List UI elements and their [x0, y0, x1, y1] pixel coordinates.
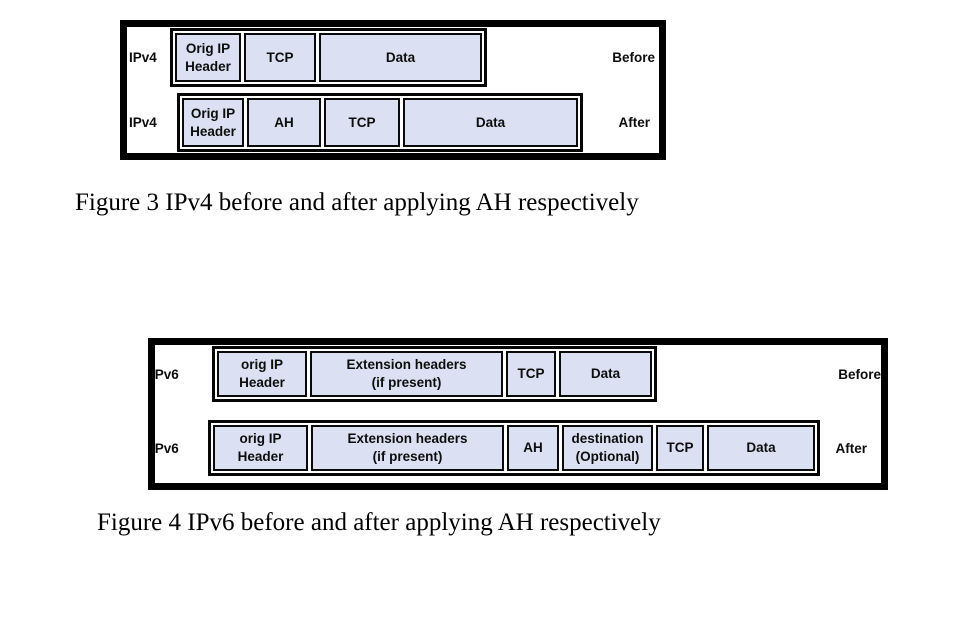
packet-row-ipv6-after: orig IP Header Extension headers (if pre… — [208, 420, 820, 476]
packet-row-ipv4-before: Orig IP Header TCP Data — [170, 28, 487, 87]
packet-cell-orig-ip-header: orig IP Header — [217, 351, 307, 397]
packet-cell-data: Data — [559, 351, 652, 397]
protocol-label-ipv4-after: IPv4 — [129, 115, 157, 130]
packet-cell-tcp: TCP — [244, 33, 316, 82]
packet-cell-data: Data — [707, 425, 815, 471]
packet-row-ipv4-after: Orig IP Header AH TCP Data — [177, 93, 583, 152]
packet-cell-tcp: TCP — [324, 98, 400, 147]
packet-cell-orig-ip-header: Orig IP Header — [175, 33, 241, 82]
packet-cell-extension-headers: Extension headers (if present) — [310, 351, 503, 397]
side-label-before: Before — [612, 50, 655, 65]
packet-cell-ah: AH — [507, 425, 559, 471]
figure3-caption: Figure 3 IPv4 before and after applying … — [75, 189, 639, 216]
packet-row-ipv6-before: orig IP Header Extension headers (if pre… — [212, 346, 657, 402]
side-label-after: After — [618, 115, 650, 130]
packet-cell-orig-ip-header: orig IP Header — [213, 425, 308, 471]
packet-cell-data: Data — [319, 33, 482, 82]
packet-cell-tcp: TCP — [506, 351, 556, 397]
side-label-before: Before — [838, 366, 881, 382]
protocol-label-ipv4-before: IPv4 — [129, 50, 157, 65]
packet-cell-destination-optional: destination (Optional) — [562, 425, 653, 471]
ipv6-ah-diagram: IPv6 orig IP Header Extension headers (i… — [148, 338, 888, 490]
protocol-label-ipv6-before: IPv6 — [151, 366, 179, 382]
packet-cell-extension-headers: Extension headers (if present) — [311, 425, 504, 471]
packet-cell-data: Data — [403, 98, 578, 147]
protocol-label-ipv6-after: IPv6 — [151, 440, 179, 456]
packet-cell-tcp: TCP — [656, 425, 704, 471]
side-label-after: After — [835, 440, 867, 456]
figure4-caption: Figure 4 IPv6 before and after applying … — [97, 509, 661, 536]
ipv4-ah-diagram: IPv4 Orig IP Header TCP Data Before IPv4… — [120, 20, 666, 160]
packet-cell-ah: AH — [247, 98, 321, 147]
packet-cell-orig-ip-header: Orig IP Header — [182, 98, 244, 147]
